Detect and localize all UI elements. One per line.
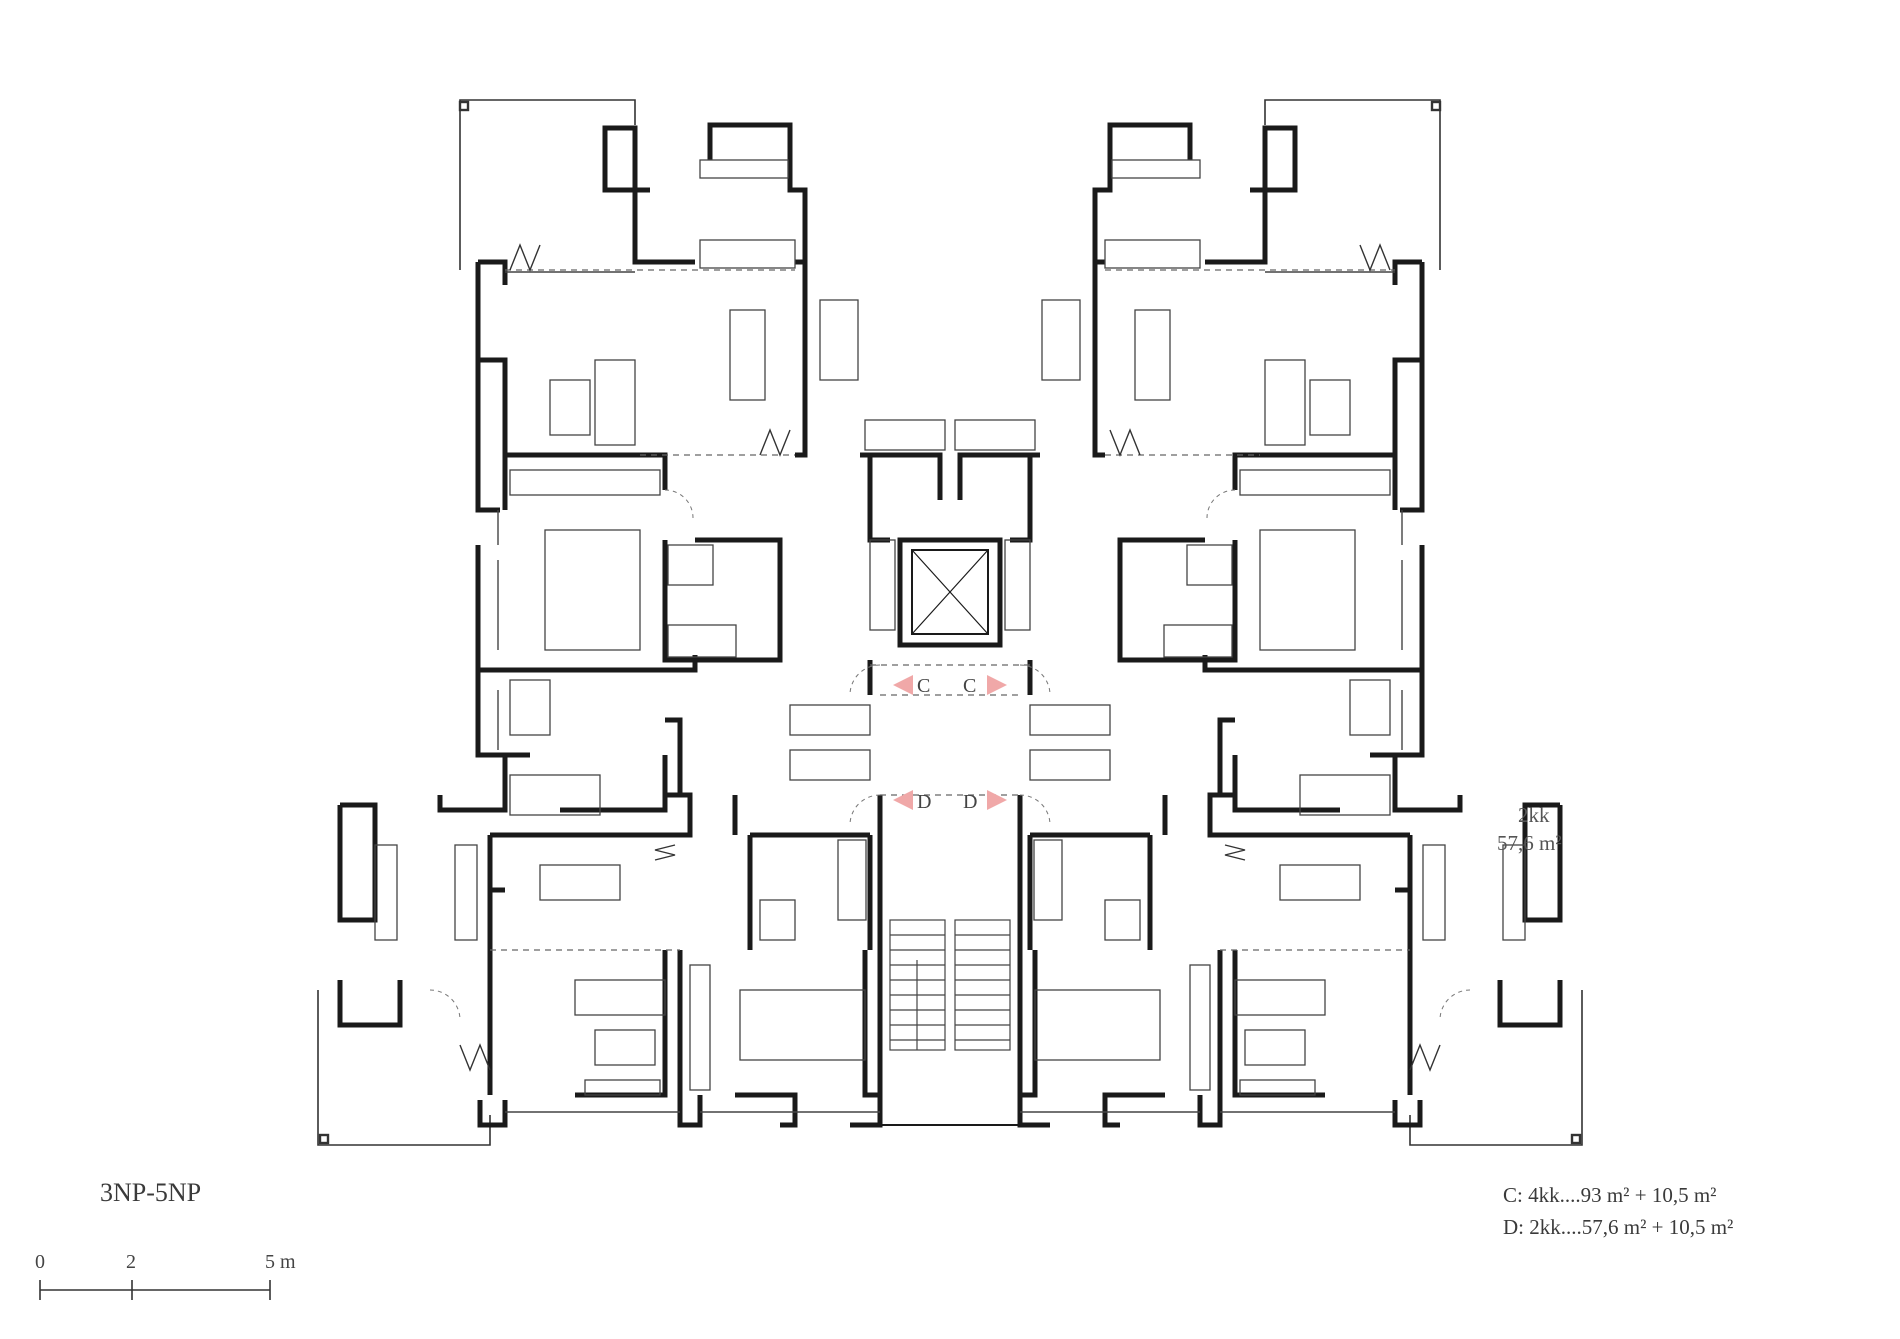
marker-c-right: C xyxy=(963,675,976,697)
apartment-markers: C C D D xyxy=(893,675,1007,813)
unit-tag-type: 2kk xyxy=(1518,803,1550,827)
balcony-bottom-left xyxy=(317,990,491,1146)
unit-tag-area: 57,6 m² xyxy=(1497,831,1562,855)
marker-d-left: D xyxy=(917,791,931,813)
balcony-post xyxy=(458,100,470,112)
zone-lines xyxy=(490,269,1410,951)
scale-tick-0: 0 xyxy=(35,1251,45,1273)
marker-c-left: C xyxy=(917,675,930,697)
balcony-post xyxy=(1430,100,1442,112)
legend-d: D: 2kk....57,6 m² + 10,5 m² xyxy=(1503,1215,1734,1239)
balcony-bottom-right xyxy=(1409,990,1583,1146)
walls xyxy=(337,122,1563,1128)
marker-c-right-arrow xyxy=(987,675,1007,695)
balcony-post xyxy=(1570,1133,1582,1145)
scale-tick-2: 2 xyxy=(126,1251,136,1273)
door-swings xyxy=(429,489,1471,1021)
marker-d-left-arrow xyxy=(893,790,913,810)
windows xyxy=(497,271,1403,1113)
stairs xyxy=(889,919,1011,1051)
marker-d-right: D xyxy=(963,791,977,813)
scale-tick-5: 5 m xyxy=(265,1251,296,1273)
balcony-top-right xyxy=(1264,99,1441,270)
scale-bar xyxy=(39,1280,271,1300)
marker-c-left-arrow xyxy=(893,675,913,695)
legend-c: C: 4kk....93 m² + 10,5 m² xyxy=(1503,1183,1717,1207)
balconies xyxy=(317,99,1583,1146)
balcony-top-left xyxy=(459,99,636,270)
marker-d-right-arrow xyxy=(987,790,1007,810)
floor-label: 3NP-5NP xyxy=(100,1178,202,1207)
balcony-post xyxy=(318,1133,330,1145)
furniture xyxy=(374,159,1526,1096)
unit-tag: 2kk 57,6 m² xyxy=(1497,803,1562,855)
sliding-door-marks xyxy=(459,243,1441,1072)
